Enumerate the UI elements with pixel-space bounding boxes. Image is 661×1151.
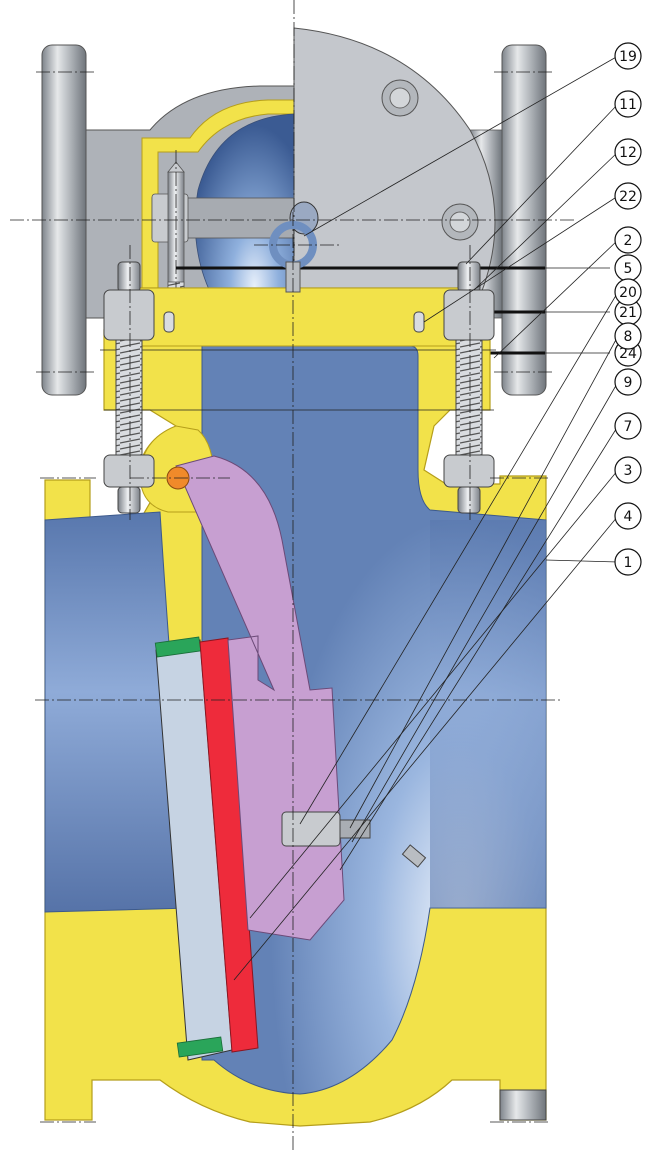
section-view [35, 55, 619, 1151]
callout: 20 [614, 278, 642, 306]
bonnet-pin-left [163, 311, 175, 333]
callout: 12 [614, 138, 642, 166]
bonnet-pin-right [413, 311, 425, 333]
callout-label: 2 [624, 233, 633, 249]
callout-label: 8 [624, 329, 633, 345]
callout-label: 1 [624, 555, 633, 571]
callout: 11 [614, 90, 642, 118]
callout: 5 [614, 254, 642, 282]
callout-label: 3 [624, 463, 633, 479]
callout-label: 12 [619, 145, 637, 161]
callout-label: 19 [619, 49, 637, 65]
callout-label: 5 [624, 261, 633, 277]
callout-label: 21 [619, 305, 637, 321]
callout-label: 4 [624, 509, 633, 525]
section-outlet-bore [430, 520, 546, 908]
callout-label: 20 [619, 285, 637, 301]
callout-label: 7 [624, 419, 633, 435]
bonnet-stud-left [103, 261, 155, 514]
callout: 4 [614, 502, 642, 530]
callout: 1 [614, 548, 642, 576]
drain-boss [401, 844, 427, 868]
disc-nut [281, 811, 341, 847]
callout: 22 [614, 182, 642, 210]
callout-label: 9 [624, 375, 633, 391]
bonnet-stud-right [443, 261, 495, 514]
cover-bolt [381, 79, 419, 117]
callout: 7 [614, 412, 642, 440]
cover-bolt [441, 203, 479, 241]
callout: 19 [614, 42, 642, 70]
callout-label: 22 [619, 189, 637, 205]
bottom-plug [499, 1089, 547, 1121]
callout: 2 [614, 226, 642, 254]
callout: 3 [614, 456, 642, 484]
section-bonnet [129, 287, 471, 347]
callout-label: 11 [619, 97, 637, 113]
callout: 9 [614, 368, 642, 396]
callout-label: 24 [619, 346, 637, 362]
disc [199, 637, 259, 1053]
callout: 21 [614, 298, 642, 326]
seat-ring-green-bottom [176, 1036, 224, 1058]
callout: 8 [614, 322, 642, 350]
